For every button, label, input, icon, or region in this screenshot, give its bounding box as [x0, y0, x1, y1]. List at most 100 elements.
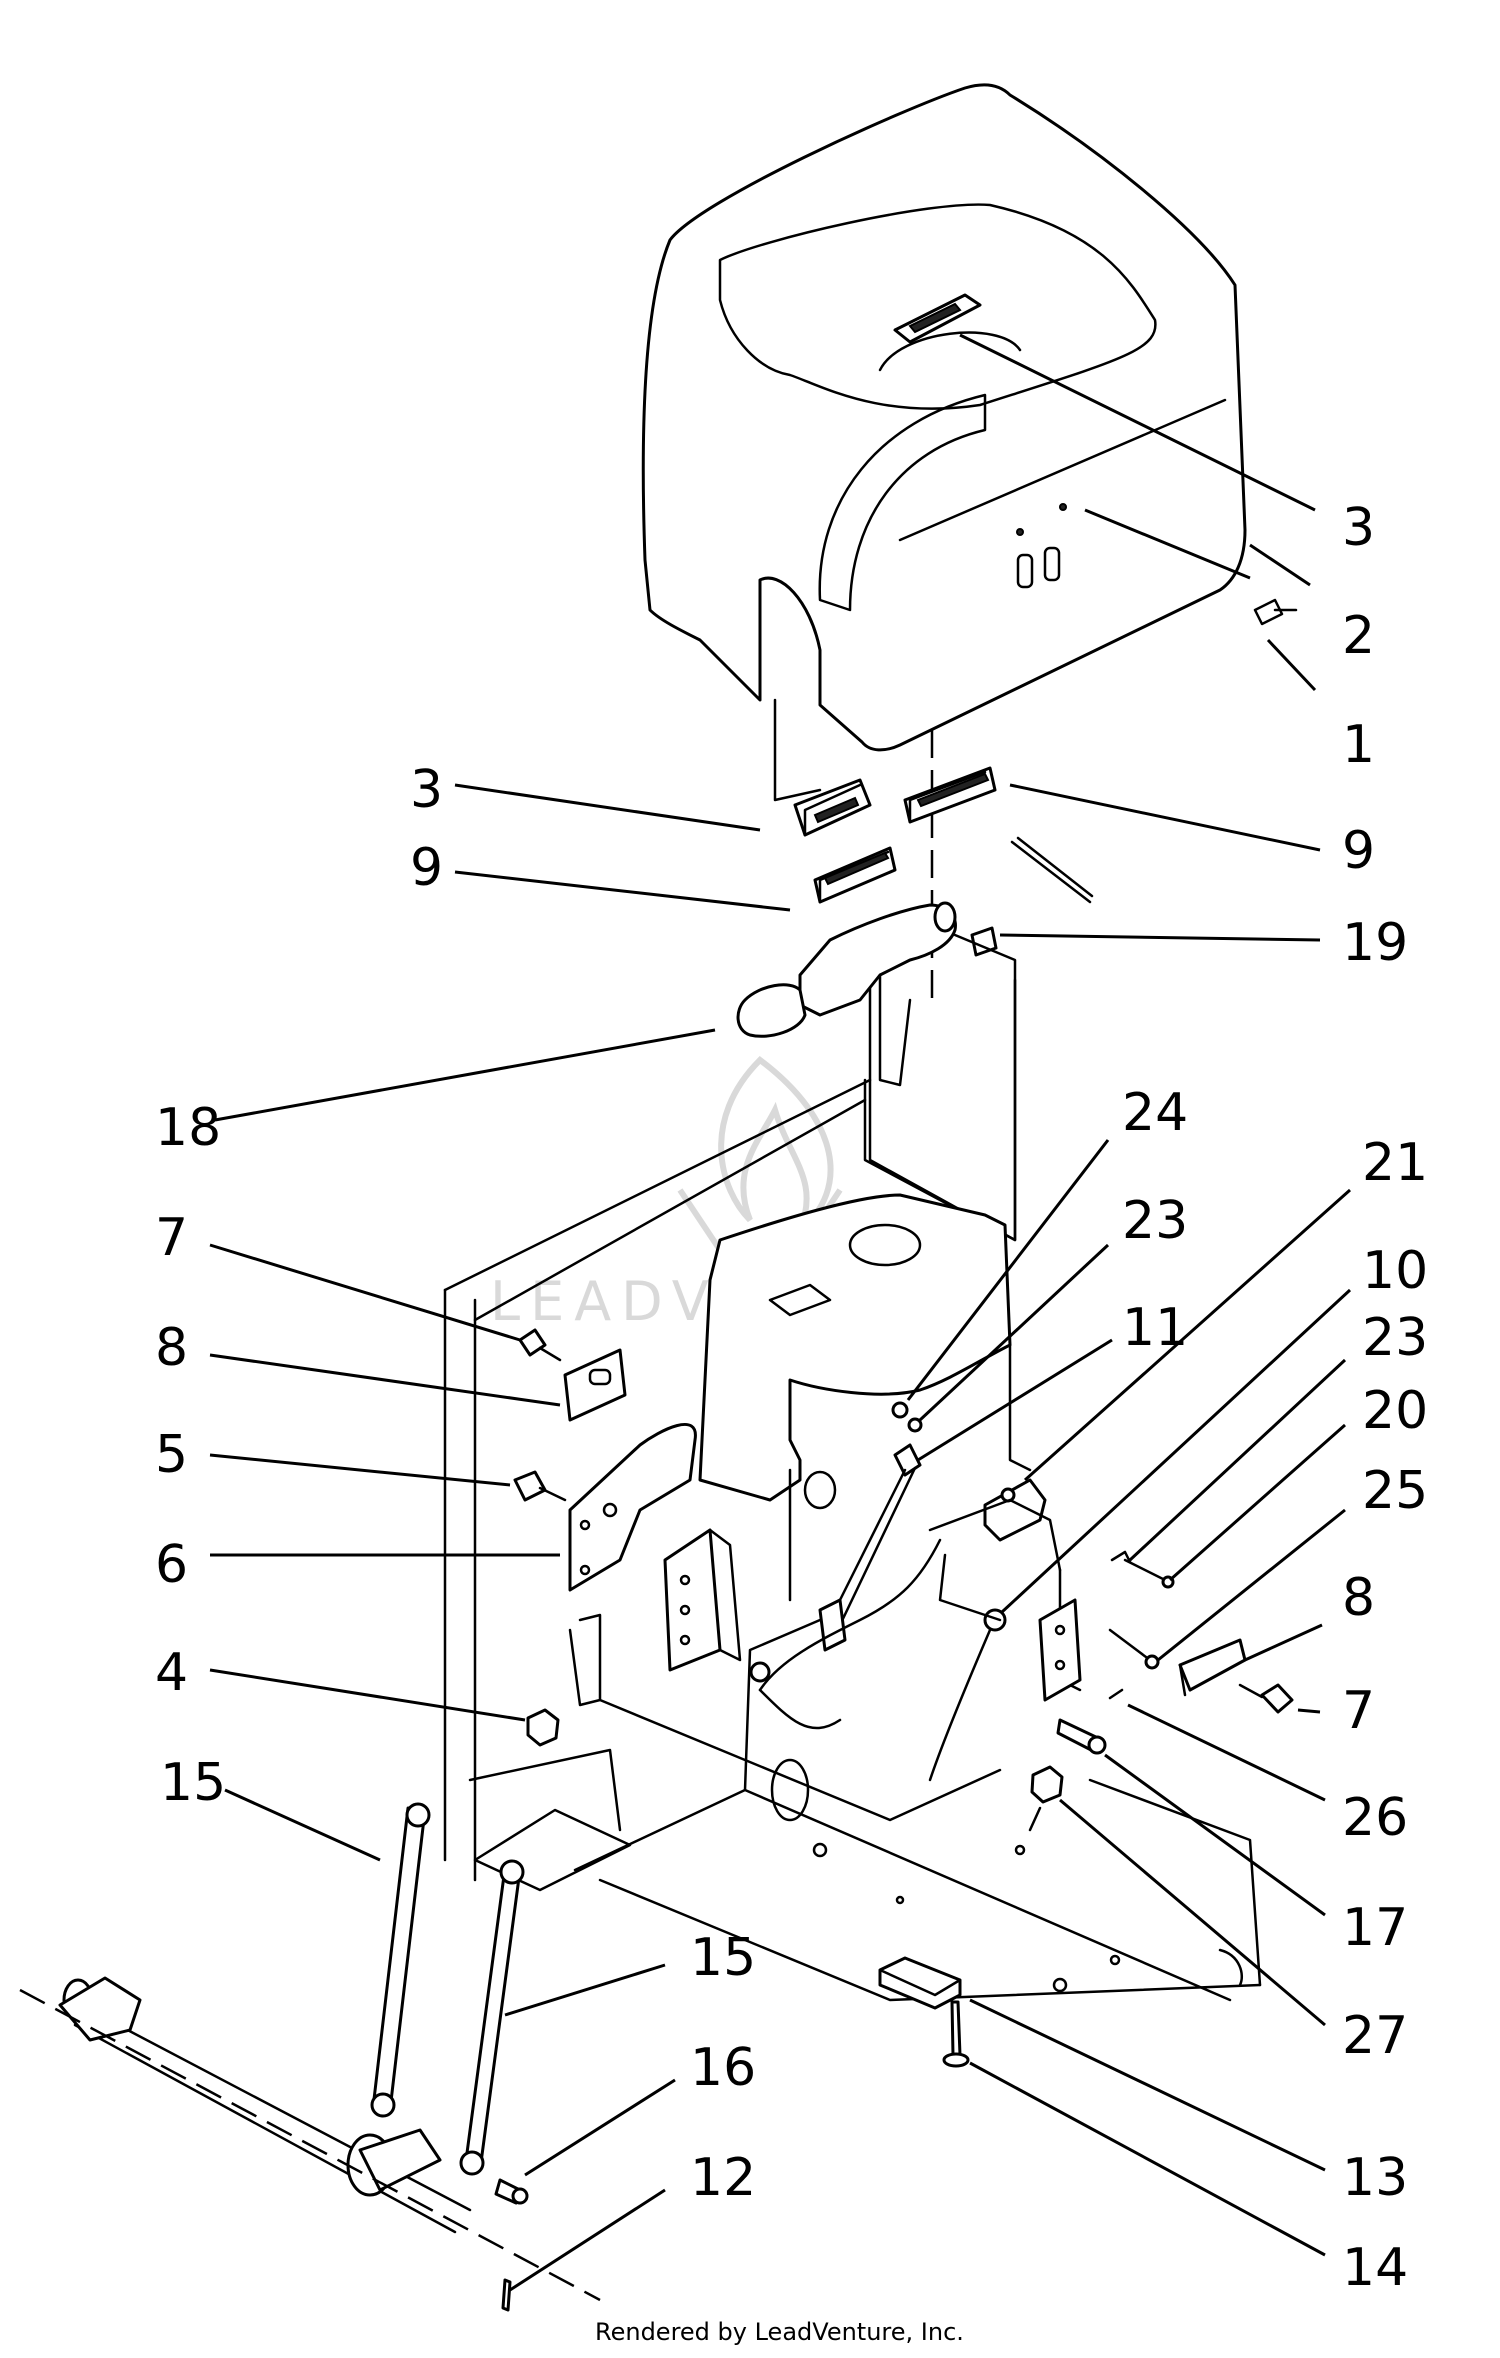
console-hole [1016, 528, 1024, 536]
switch-21-body [983, 1478, 1047, 1542]
leader-5 [209, 1453, 511, 1487]
leader-7-left [209, 1243, 521, 1342]
axle-collar-arm [358, 2128, 442, 2192]
right-bracket [928, 1498, 1082, 1782]
callout-14: 14 [1342, 2238, 1408, 2298]
callout-6: 6 [155, 1535, 188, 1595]
washer-23-upper [907, 1417, 923, 1433]
nut-4-body [526, 1708, 560, 1747]
link-15-left-bottom-eye [370, 2092, 396, 2118]
callout-10: 10 [1362, 1241, 1428, 1301]
callout-12: 12 [690, 2148, 756, 2208]
control-box-right-edge [1008, 1343, 1032, 1472]
pin-17-head [1087, 1735, 1107, 1755]
right-side-plate [1038, 1598, 1082, 1702]
switch-21-plunger [1000, 1487, 1016, 1503]
bolt-25-shank [1108, 1628, 1152, 1662]
leader-20 [1169, 1423, 1346, 1582]
callout-16: 16 [690, 2038, 756, 2098]
axle-center-line [19, 1988, 601, 2302]
leader-1 [1266, 638, 1317, 692]
leader-23-upper [918, 1243, 1110, 1422]
callout-15-left: 15 [160, 1753, 226, 1813]
nut-27 [1028, 1765, 1064, 1832]
pin-16 [494, 2178, 529, 2205]
leader-13 [969, 1998, 1326, 2172]
callout-7-right: 7 [1342, 1681, 1375, 1741]
bolt-5-shank [538, 1486, 567, 1502]
control-box-hole [848, 1223, 922, 1267]
rod-9-edge [1016, 836, 1094, 898]
leader-16 [524, 2078, 676, 2177]
link-15-right [459, 1859, 525, 2176]
shift-lever-18 [736, 901, 957, 1087]
clip-8-right-lip [1178, 1663, 1187, 1697]
watermark-flame-icon [718, 1056, 834, 1240]
link-15-left-top-eye [405, 1802, 431, 1828]
clip-8-right [1178, 1638, 1247, 1697]
clip-8-left-slot [588, 1368, 612, 1386]
right-bracket-curve [928, 1628, 992, 1782]
callout-25: 25 [1362, 1461, 1428, 1521]
bolt-14-shank [950, 2000, 962, 2057]
frame-hole [1014, 1844, 1026, 1856]
bracket-9-right-edge [908, 770, 987, 824]
leader-21 [1024, 1188, 1351, 1482]
frame-hole [1109, 1954, 1121, 1966]
console-opening [718, 203, 1157, 410]
leader-23-lower [1128, 1358, 1347, 1562]
callout-8-right: 8 [1342, 1568, 1375, 1628]
leader-9-right [1009, 783, 1321, 852]
lower-frame-edge [468, 1748, 622, 1832]
callout-15-right: 15 [690, 1928, 756, 1988]
leader-26 [1127, 1703, 1326, 1802]
clip-8-left [563, 1348, 627, 1422]
leader-2 [1249, 543, 1311, 587]
frame-right-edge [1088, 1778, 1262, 1987]
screw-7-right-shank [1238, 1683, 1264, 1699]
leader-lines [209, 333, 1352, 2292]
console-panel-edge [898, 398, 1227, 542]
block-13 [878, 1956, 962, 2010]
callout-11: 11 [1122, 1298, 1188, 1358]
leader-11 [917, 1338, 1113, 1462]
nut-11 [893, 1443, 922, 1477]
leader-4 [209, 1668, 526, 1722]
vertical-bracket-hole [679, 1574, 691, 1586]
screw-1 [1253, 598, 1298, 626]
console-inner-edge [878, 331, 1022, 372]
clip-middle-slot [813, 796, 860, 824]
frame-upright [743, 1618, 822, 1792]
leader-27 [1059, 1798, 1326, 2027]
link-15-right-bar [463, 1866, 522, 2172]
screw-7-left-shank [538, 1346, 562, 1362]
leader-17 [1104, 1753, 1326, 1917]
clip-top [893, 293, 982, 344]
vertical-bracket-hole [679, 1634, 691, 1646]
nut-4 [526, 1708, 560, 1747]
block-13-body [878, 1956, 962, 2010]
pin-17 [1056, 1718, 1107, 1755]
lever-18-knob [736, 983, 807, 1038]
callout-27: 27 [1342, 2006, 1408, 2066]
callout-8-left: 8 [155, 1318, 188, 1378]
console-hole [1059, 503, 1067, 511]
cable-loop [758, 1688, 842, 1730]
console-inner-arc [818, 393, 987, 612]
callout-21: 21 [1362, 1133, 1428, 1193]
lower-shroud [443, 698, 1017, 1882]
leader-8-right [1244, 1623, 1323, 1662]
link-15-right-top-eye [499, 1859, 525, 1885]
bolt-5 [513, 1470, 567, 1502]
lever-18-pivot [933, 901, 957, 933]
vertical-bracket-hole [679, 1604, 691, 1616]
bolt-25-tip [1144, 1654, 1160, 1670]
vertical-bracket [663, 1528, 742, 1672]
callout-18: 18 [155, 1098, 221, 1158]
leader-7-right [1297, 1708, 1321, 1714]
cotter-pin-26 [1108, 1688, 1124, 1700]
frame-hole [812, 1842, 828, 1858]
plate-6-hole [579, 1519, 591, 1531]
callout-3-top: 3 [1342, 498, 1375, 558]
